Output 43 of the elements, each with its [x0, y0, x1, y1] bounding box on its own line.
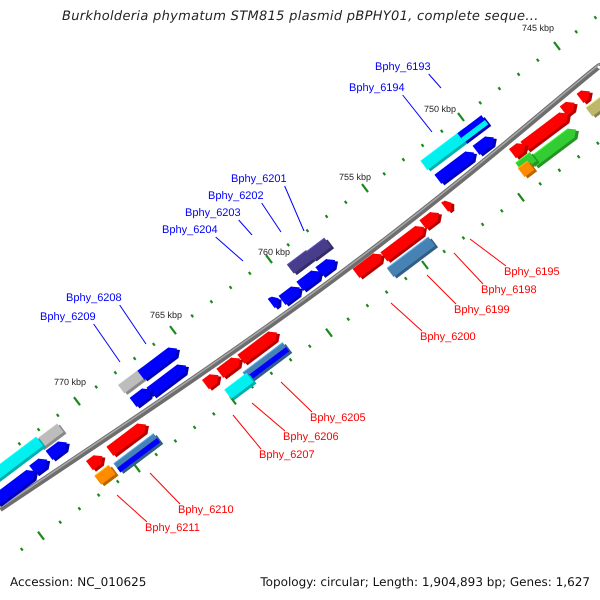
leader-line	[93, 324, 120, 362]
leader-line	[116, 494, 148, 522]
scale-label: 750 kbp	[424, 104, 456, 114]
gene-label: Bphy_6203	[185, 207, 241, 220]
gene-label: Bphy_6200	[420, 331, 476, 344]
gene-label: Bphy_6193	[375, 61, 431, 74]
scale-label: 770 kbp	[54, 377, 86, 387]
leader-line	[238, 220, 252, 236]
leader-line	[261, 202, 282, 232]
gene-label: Bphy_6207	[259, 449, 315, 462]
gene-label: Bphy_6201	[231, 173, 287, 186]
leader-line	[428, 74, 442, 88]
gene-label: Bphy_6210	[178, 504, 234, 517]
scale-label: 755 kbp	[339, 172, 372, 182]
leader-line	[150, 472, 180, 504]
leader-line	[454, 252, 484, 284]
gene-label: Bphy_6206	[283, 431, 339, 444]
leader-line	[426, 274, 456, 304]
gene-label: Bphy_6199	[454, 304, 510, 317]
scale-label: 745 kbp	[522, 23, 554, 33]
leader-line	[390, 302, 422, 332]
footer-text: Accession: NC_010625	[10, 575, 146, 589]
scale-label: 765 kbp	[150, 310, 182, 320]
leader-line	[470, 238, 506, 266]
gene-label: Bphy_6208	[66, 292, 122, 305]
leader-line	[252, 402, 286, 432]
leader-line	[232, 414, 262, 450]
gene-label: Bphy_6194	[349, 82, 405, 95]
gene-label: Bphy_6204	[162, 224, 218, 237]
diagram-title: Burkholderia phymatum STM815 plasmid pBPHY01, complete seque...	[62, 9, 539, 24]
footer-text: Topology: circular; Length: 1,904,893 bp; Genes: 1,627	[260, 575, 590, 589]
gene-label: Bphy_6209	[40, 311, 96, 324]
leader-line	[280, 382, 312, 412]
gene-label: Bphy_6195	[504, 266, 560, 279]
gene-label: Bphy_6202	[208, 190, 264, 203]
gene-label: Bphy_6205	[310, 412, 366, 425]
gene-label: Bphy_6198	[481, 284, 537, 297]
leader-line	[284, 186, 304, 232]
leader-line	[119, 304, 146, 344]
leader-line	[215, 236, 244, 262]
gene-label: Bphy_6211	[145, 522, 200, 535]
scale-label: 760 kbp	[258, 247, 290, 257]
leader-line	[402, 94, 432, 132]
